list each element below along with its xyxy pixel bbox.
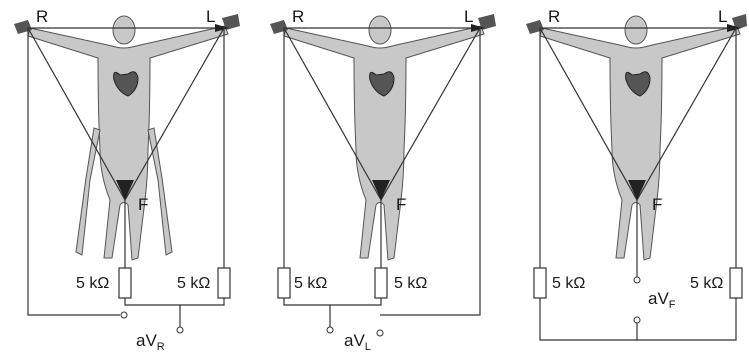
label-f: F (396, 195, 406, 214)
resistor-label: 5 kΩ (394, 275, 427, 292)
resistor (533, 267, 547, 299)
human-figure (27, 15, 229, 261)
resistor (217, 267, 231, 299)
wire-junction (330, 298, 382, 306)
label-l: L (718, 7, 727, 26)
panel-avl: R L F 5 kΩ 5 kΩ aVL (270, 7, 496, 353)
heart-icon (625, 71, 651, 97)
resistor-label: 5 kΩ (294, 275, 327, 292)
arrow-to-f (372, 180, 390, 200)
lead-line-ra-f (283, 27, 382, 201)
left-hand-icon (222, 14, 240, 30)
terminal (376, 329, 384, 337)
wire-junction (283, 298, 331, 330)
label-r: R (548, 7, 560, 26)
left-hand-icon (732, 14, 747, 30)
resistor (118, 267, 132, 299)
resistor (374, 267, 388, 299)
resistor-label: 5 kΩ (76, 275, 109, 292)
arrow-to-la (727, 24, 741, 32)
resistor-label: 5 kΩ (552, 275, 585, 292)
lead-line-ra-f (27, 27, 126, 201)
label-r: R (36, 7, 48, 26)
lead-label: aVL (344, 331, 371, 353)
label-f: F (138, 195, 148, 214)
lead-line-ra-f (539, 27, 638, 201)
heart-icon (113, 71, 139, 97)
human-figure (539, 15, 741, 261)
resistor (277, 267, 291, 299)
lead-label: aVF (648, 289, 676, 311)
terminal (326, 326, 334, 334)
panel-avr: R L F 5 kΩ 5 kΩ aVR (14, 7, 240, 353)
arrow-to-la (471, 24, 485, 32)
label-l: L (464, 7, 473, 26)
resistor (729, 267, 743, 299)
human-figure (283, 15, 485, 261)
arrow-to-la (215, 24, 229, 32)
wire-junction (124, 298, 181, 330)
label-f: F (652, 195, 662, 214)
label-r: R (292, 7, 304, 26)
arrow-to-f (628, 180, 646, 200)
lead-line-la-f (124, 27, 225, 201)
heart-icon (369, 71, 395, 97)
resistor-label: 5 kΩ (177, 275, 210, 292)
panel-avf: R L F 5 kΩ 5 kΩ aVF (526, 7, 747, 341)
wire-bottom (539, 298, 737, 341)
left-hand-icon (478, 14, 496, 30)
arrow-to-f (116, 180, 134, 200)
wire-left (27, 28, 120, 316)
terminal (633, 276, 641, 284)
label-l: L (206, 7, 215, 26)
terminal (176, 326, 184, 334)
resistor-label: 5 kΩ (690, 275, 723, 292)
lead-line-la-f (380, 27, 481, 201)
terminal (633, 316, 641, 324)
wire-junction (180, 298, 225, 306)
lead-label: aVR (136, 331, 165, 353)
lead-line-la-f (636, 27, 737, 201)
terminal (120, 311, 128, 319)
wire-right (380, 28, 481, 316)
